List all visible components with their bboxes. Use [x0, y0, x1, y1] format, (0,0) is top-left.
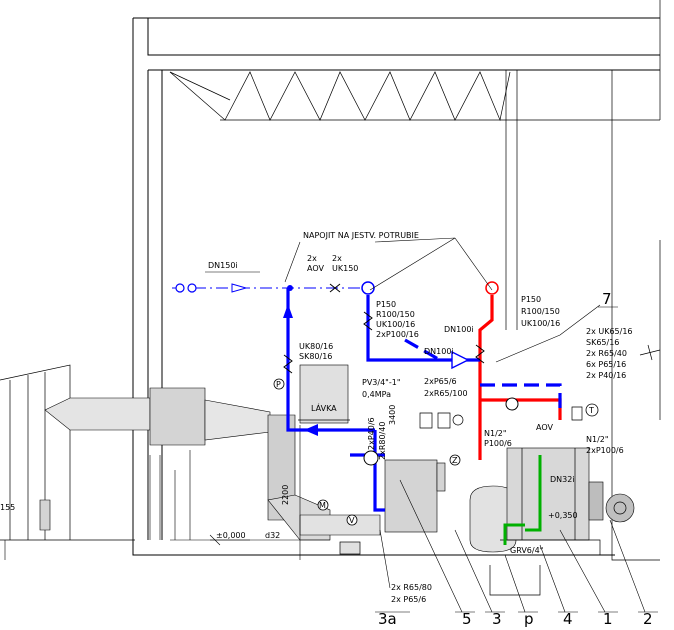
annotations: NAPOJIT NA JESTV. POTRUBIE DN150i 2x AOV…	[208, 231, 633, 604]
note-p65-6: 2xP65/6	[424, 377, 457, 386]
note-r100-150-a: R100/150	[376, 310, 415, 319]
note-n1-2-a: N1/2"	[484, 429, 507, 438]
note-uk65: 2x UK65/16	[586, 327, 633, 336]
note-level-0350: +0,350	[548, 511, 578, 520]
gas-line	[503, 455, 542, 545]
note-n1-2-b: N1/2"	[586, 435, 609, 444]
callout-2: 2	[643, 610, 653, 628]
note-p100-16-2x: 2xP100/16	[376, 330, 419, 339]
burner	[588, 481, 635, 523]
callout-p: p	[524, 610, 534, 628]
valve-icon	[363, 311, 373, 331]
note-d32: d32	[265, 531, 280, 540]
note-dn100i-b: DN100i	[424, 347, 454, 356]
note-p65-16: 6x P65/16	[586, 360, 626, 369]
callouts: 3a 5 3 p 4 1 2 7	[378, 290, 653, 628]
meter-icon	[419, 406, 583, 429]
leader-lines	[170, 237, 658, 613]
note-r65-40: 2x R65/40	[586, 349, 627, 358]
ring-z-label: Z	[452, 456, 458, 465]
pump-icon	[505, 397, 519, 411]
ring-p-label: P	[276, 380, 281, 389]
ring-v-icon	[346, 514, 358, 526]
note-uk80: UK80/16	[299, 342, 333, 351]
pump-icon	[363, 450, 379, 466]
dim-2200: 2200	[281, 485, 290, 505]
callout-3a: 3a	[378, 610, 397, 628]
callout-3: 3	[492, 610, 502, 628]
note-p100-6-a: P100/6	[484, 439, 512, 448]
note-uk100-16-b: UK100/16	[521, 319, 560, 328]
ring-z-icon	[449, 454, 461, 466]
ring-v-label: V	[349, 516, 355, 525]
note-uk150: UK150	[332, 264, 358, 273]
note-dn32i: DN32i	[550, 475, 575, 484]
note-level-0000: ±0,000	[216, 531, 246, 540]
note-uk100-16-a: UK100/16	[376, 320, 415, 329]
note-aov: AOV	[307, 264, 324, 273]
valve-icon	[329, 283, 341, 293]
platform-lavka: LÁVKA	[298, 364, 350, 560]
note-r100-150-b: R100/150	[521, 307, 560, 316]
note-dn150i: DN150i	[208, 261, 238, 270]
return-pipes	[172, 281, 562, 512]
ring-m-label: M	[319, 501, 326, 510]
note-r80-40: 2xR80/40	[378, 422, 387, 460]
note-p40-6: 2xP40/6	[367, 417, 376, 450]
vent-icon	[485, 281, 499, 295]
note-aov2: AOV	[536, 423, 553, 432]
fittings: P T M Z V	[273, 283, 599, 555]
building-structure	[132, 0, 661, 561]
note-napojit: NAPOJIT NA JESTV. POTRUBIE	[303, 231, 419, 240]
callout-7: 7	[602, 290, 612, 308]
note-r65-80: 2x R65/80	[391, 583, 432, 592]
equipment	[384, 447, 635, 596]
note-mpa: 0,4MPa	[362, 390, 391, 399]
neighbour-building: 155	[0, 364, 135, 560]
note-p150-b: P150	[521, 295, 541, 304]
ring-t-icon	[585, 403, 599, 417]
note-uk150-2x: 2x	[332, 254, 342, 263]
ring-t-label: T	[588, 406, 594, 415]
edge-dim-155: 155	[0, 503, 15, 512]
callout-1: 1	[603, 610, 613, 628]
expansion-tank	[384, 459, 438, 533]
flue-duct	[44, 387, 381, 541]
note-p65-6b: 2x P65/6	[391, 595, 426, 604]
ring-p-icon	[273, 378, 285, 390]
note-p150-a: P150	[376, 300, 396, 309]
valve-icon	[283, 354, 293, 374]
callout-4: 4	[563, 610, 573, 628]
note-p100-6-2x: 2xP100/6	[586, 446, 624, 455]
dim-3400: 3400	[388, 405, 397, 425]
note-sk80: SK80/16	[299, 352, 332, 361]
valve-icon	[475, 344, 485, 364]
ring-m-icon	[317, 499, 329, 511]
pipe-end-icon	[175, 283, 185, 293]
callout-5: 5	[462, 610, 472, 628]
lavka-label: LÁVKA	[311, 402, 337, 413]
note-dn100i-a: DN100i	[444, 325, 474, 334]
note-pv3: PV3/4"-1"	[362, 378, 401, 387]
note-aov-2x: 2x	[307, 254, 317, 263]
note-r65-100: 2xR65/100	[424, 389, 468, 398]
note-p40-16: 2x P40/16	[586, 371, 626, 380]
note-sk65: SK65/16	[586, 338, 619, 347]
note-grv: GRV6/4"	[510, 546, 543, 555]
